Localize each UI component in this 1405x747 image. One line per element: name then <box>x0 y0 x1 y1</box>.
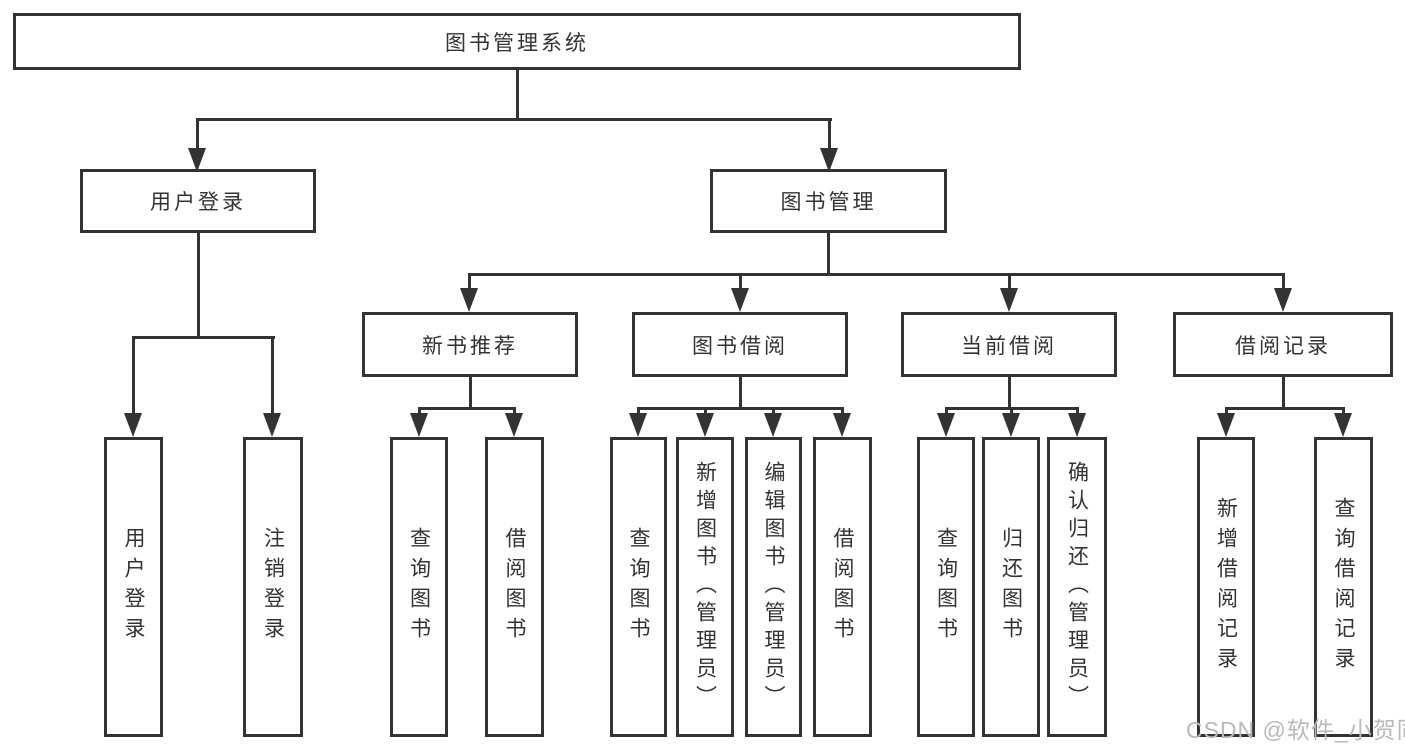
arrow-to-book-borrowing <box>731 288 749 312</box>
arrow-to-query-books-borrow <box>629 413 647 437</box>
arrow-to-leaf-logout <box>263 413 281 437</box>
node-book-borrowing: 图书借阅 <box>632 312 848 377</box>
connector-records-rail <box>1225 407 1345 410</box>
leaf-add-books-admin: 新增图书（管理员） <box>676 437 734 737</box>
arrow-to-add-borrow-record <box>1217 413 1235 437</box>
connector-shaft-g4-l1 <box>1225 407 1228 416</box>
arrow-to-borrow-books-recommend <box>505 413 523 437</box>
connector-shaft-book-management <box>828 118 831 152</box>
connector-newbook-stem <box>469 377 472 409</box>
arrow-to-return-books <box>1002 413 1020 437</box>
csdn-watermark: CSDN @软件_小贺同学 <box>1186 717 1405 743</box>
node-new-book-recommend: 新书推荐 <box>362 312 578 377</box>
connector-shaft-g1-l1 <box>418 407 421 416</box>
connector-userlogin-stem <box>197 233 200 339</box>
connector-shaft-g3-l1 <box>945 407 948 416</box>
node-borrowing-records: 借阅记录 <box>1173 312 1393 377</box>
connector-current-stem <box>1008 377 1011 409</box>
connector-borrowing-stem <box>739 377 742 409</box>
connector-shaft-g1-l2 <box>513 407 516 416</box>
connector-shaft-user-login <box>196 118 199 152</box>
arrow-to-query-books-current <box>937 413 955 437</box>
arrow-to-edit-books-admin <box>764 413 782 437</box>
arrow-to-add-books-admin <box>696 413 714 437</box>
connector-shaft-leaf-user-login <box>132 336 135 416</box>
leaf-query-books-borrow: 查询图书 <box>610 437 667 737</box>
leaf-borrow-books-recommend: 借阅图书 <box>485 437 544 737</box>
connector-shaft-g3-l3 <box>1076 407 1079 416</box>
connector-shaft-new-book <box>468 273 471 291</box>
connector-root-stem <box>516 69 519 120</box>
arrow-to-query-borrow-record <box>1334 413 1352 437</box>
connector-shaft-g2-l3 <box>772 407 775 416</box>
arrow-to-user-login <box>188 148 206 172</box>
leaf-add-borrow-record: 新增借阅记录 <box>1197 437 1255 737</box>
leaf-confirm-return-admin: 确认归还（管理员） <box>1047 437 1107 737</box>
connector-userlogin-rail <box>132 336 275 339</box>
arrow-to-new-book-recommend <box>460 288 478 312</box>
connector-shaft-leaf-logout <box>271 336 274 416</box>
leaf-query-books-recommend: 查询图书 <box>390 437 448 737</box>
arrow-to-confirm-return-admin <box>1068 413 1086 437</box>
leaf-borrow-books: 借阅图书 <box>813 437 872 737</box>
leaf-user-login: 用户登录 <box>104 437 163 737</box>
leaf-edit-books-admin: 编辑图书（管理员） <box>745 437 802 737</box>
leaf-logout: 注销登录 <box>243 437 303 737</box>
node-book-management: 图书管理 <box>710 169 947 233</box>
connector-shaft-g2-l1 <box>637 407 640 416</box>
arrow-to-book-management <box>820 148 838 172</box>
connector-borrowing-rail <box>637 407 844 410</box>
connector-records-stem <box>1282 377 1285 409</box>
arrow-to-query-books-recommend <box>410 413 428 437</box>
arrow-to-borrowing-records <box>1274 288 1292 312</box>
connector-shaft-g4-l2 <box>1342 407 1345 416</box>
leaf-query-borrow-record: 查询借阅记录 <box>1314 437 1373 737</box>
arrow-to-current-borrowing <box>1000 288 1018 312</box>
connector-shaft-g2-l4 <box>841 407 844 416</box>
connector-shaft-book-borrowing <box>739 273 742 291</box>
connector-shaft-g3-l2 <box>1010 407 1013 416</box>
connector-root-rail <box>196 118 832 121</box>
connector-shaft-borrowing-records <box>1282 273 1285 291</box>
leaf-query-books-current: 查询图书 <box>917 437 975 737</box>
connector-bookmgmt-rail <box>468 273 1285 276</box>
connector-bookmgmt-stem <box>827 233 830 275</box>
node-library-management-system: 图书管理系统 <box>13 13 1021 70</box>
connector-newbook-rail <box>418 407 516 410</box>
arrow-to-leaf-user-login <box>124 413 142 437</box>
node-user-login: 用户登录 <box>80 169 316 233</box>
connector-shaft-g2-l2 <box>704 407 707 416</box>
connector-shaft-current-borrowing <box>1008 273 1011 291</box>
leaf-return-books: 归还图书 <box>982 437 1040 737</box>
node-current-borrowing: 当前借阅 <box>901 312 1117 377</box>
arrow-to-borrow-books <box>833 413 851 437</box>
